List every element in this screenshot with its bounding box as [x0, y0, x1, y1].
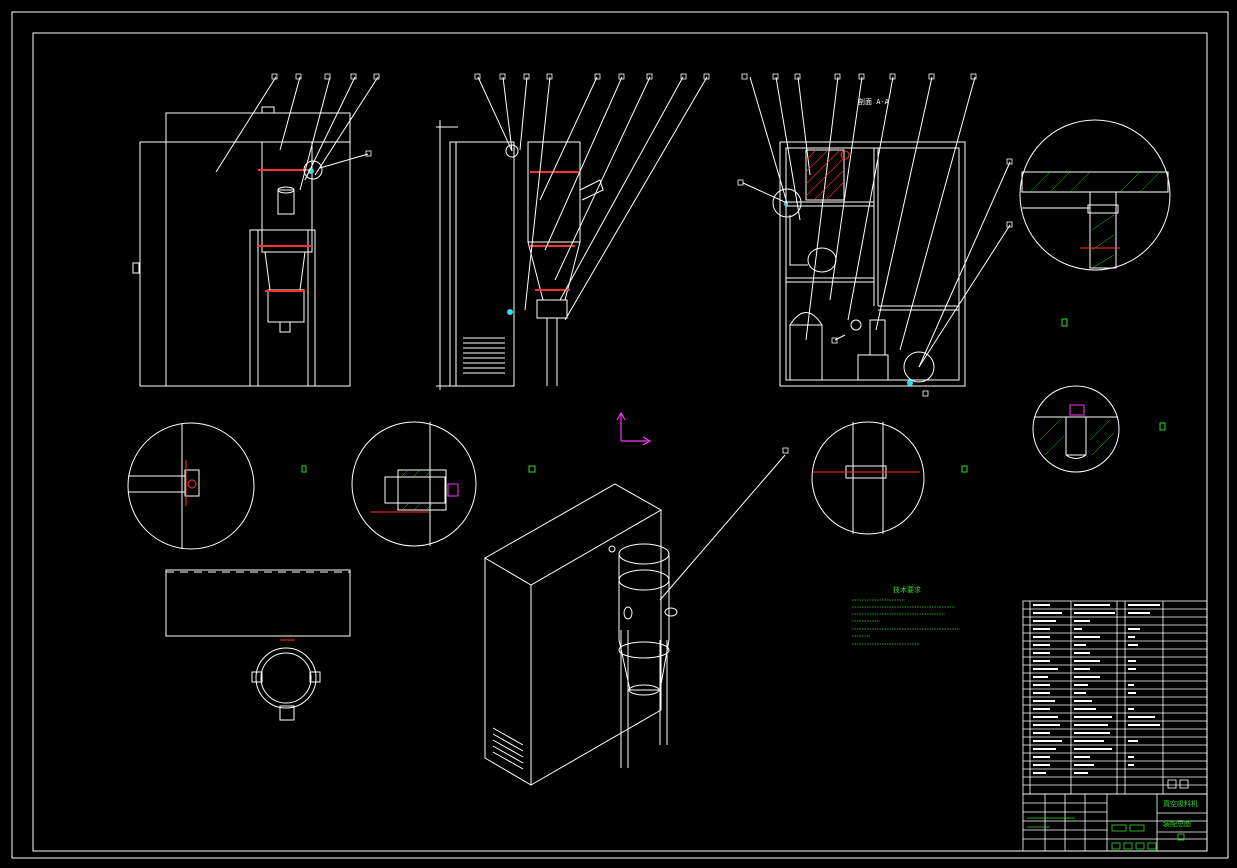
tech-req-text [852, 599, 960, 645]
section-view [742, 76, 1011, 387]
side-view [436, 76, 708, 390]
detail-view-5 [811, 421, 925, 535]
top-view [165, 569, 351, 721]
detail-view-1-hatch [1029, 171, 1161, 269]
detail-view-3 [127, 422, 255, 550]
isometric-view [484, 454, 786, 786]
detail-view-1 [1019, 119, 1171, 271]
title-block [1022, 779, 1208, 852]
front-view-balloons [271, 73, 380, 157]
tech-req-title: 技术要求 [893, 585, 921, 594]
detail-view-4 [351, 421, 477, 547]
iso-balloon [782, 447, 789, 454]
outer-border [11, 11, 1229, 859]
detail-view-4-hatch [399, 469, 435, 511]
detail-view-2 [1032, 385, 1120, 473]
section-label: 剖面 A-A [858, 97, 890, 106]
parts-list-entries [1033, 604, 1160, 774]
title-drawing-type: 装配总图 [1163, 819, 1191, 828]
parts-list [1022, 600, 1208, 795]
roughness-symbols [301, 318, 1166, 473]
title-product-name: 真空吸料机 [1163, 799, 1198, 808]
iso-vents [492, 727, 524, 770]
ucs-axis-icon [616, 411, 652, 446]
side-vent-slats [463, 337, 505, 374]
detail-view-2-hatch [1039, 419, 1115, 456]
section-hatch [805, 149, 845, 201]
front-view [132, 76, 379, 387]
inner-border [32, 32, 1208, 852]
section-view-balloons [737, 73, 1013, 397]
side-view-balloons [474, 73, 710, 80]
title-block-green-entries [1027, 817, 1185, 850]
